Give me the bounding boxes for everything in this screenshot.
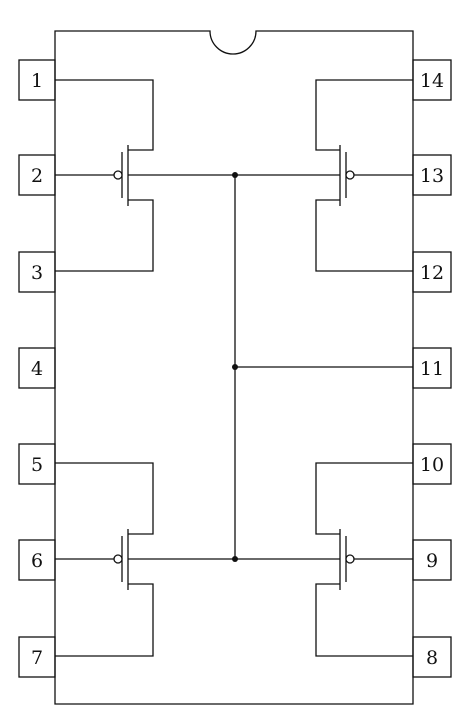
pin-label-9: 9 xyxy=(426,550,438,572)
pin-box-10 xyxy=(412,443,452,485)
pin-label-8: 8 xyxy=(426,647,438,669)
pin-box-8 xyxy=(412,636,452,678)
pin-box-5 xyxy=(18,443,56,485)
pin-box-3 xyxy=(18,251,56,293)
transistor-bottom-left xyxy=(55,462,235,657)
wiring xyxy=(234,175,413,559)
inverter-bubble-top-right xyxy=(345,170,355,180)
pin-label-2: 2 xyxy=(31,165,43,187)
pin-label-1: 1 xyxy=(31,70,43,92)
pin-box-4 xyxy=(18,347,56,389)
inverter-bubble-top-left xyxy=(113,170,123,180)
transistor-top-right xyxy=(235,79,413,272)
pin-label-3: 3 xyxy=(31,262,43,284)
pin-label-5: 5 xyxy=(31,454,43,476)
pin-box-7 xyxy=(18,636,56,678)
pin-label-6: 6 xyxy=(31,550,43,572)
pin-box-9 xyxy=(412,539,452,581)
pin-label-13: 13 xyxy=(420,165,444,187)
inverter-bubble-bottom-left xyxy=(113,554,123,564)
inverter-bubble-bottom-right xyxy=(345,554,355,564)
pin-box-6 xyxy=(18,539,56,581)
pin-label-10: 10 xyxy=(420,454,444,476)
right-pins xyxy=(412,59,452,678)
left-pins xyxy=(18,59,56,678)
transistor-bottom-right xyxy=(235,462,413,657)
pin-box-11 xyxy=(412,347,452,389)
pin-box-12 xyxy=(412,251,452,293)
pin-label-12: 12 xyxy=(420,262,444,284)
pin-label-14: 14 xyxy=(420,70,444,92)
ic-body xyxy=(54,30,414,705)
pin-label-4: 4 xyxy=(31,358,43,380)
junction-dot-middle xyxy=(232,364,238,370)
pin-label-7: 7 xyxy=(31,647,43,669)
pin-label-11: 11 xyxy=(420,358,444,380)
transistor-top-left xyxy=(55,79,235,272)
